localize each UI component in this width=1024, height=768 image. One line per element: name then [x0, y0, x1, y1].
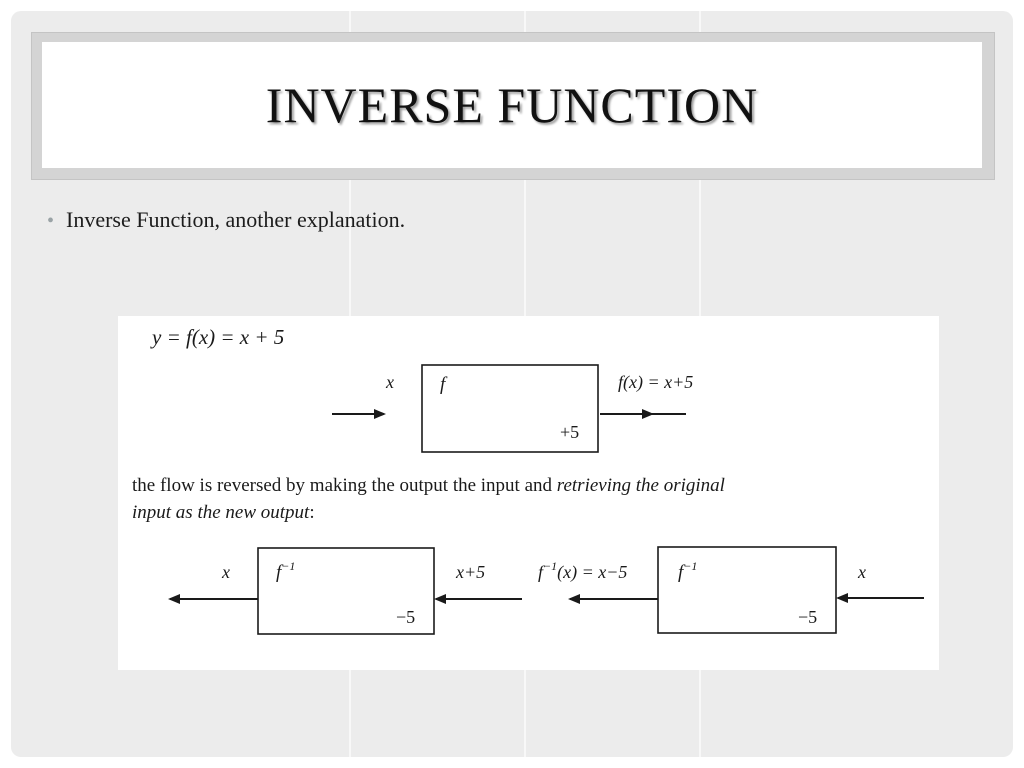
slide-title: INVERSE FUNCTION: [265, 77, 759, 133]
caption-line-1: the flow is reversed by making the outpu…: [132, 475, 725, 496]
title-box: INVERSE FUNCTION: [42, 42, 982, 168]
bottom-left-box-sup: −1: [281, 559, 295, 573]
bottom-right-box-sup: −1: [683, 559, 697, 573]
bottom-right-inverse-box: [657, 546, 837, 634]
bottom-right-input-label: x: [857, 562, 866, 582]
caption-normal-1: the flow is reversed by making the outpu…: [132, 475, 557, 496]
bullet-dot-icon: •: [47, 210, 55, 232]
top-function-box: [421, 364, 599, 453]
top-output-label: f(x) = x+5: [618, 372, 693, 393]
inverse-function-figure: y = f(x) = x + 5 x f +5 f(x) = x+5 the f…: [118, 316, 939, 670]
figure-svg: y = f(x) = x + 5 x f +5 f(x) = x+5 the f…: [132, 325, 924, 635]
bottom-right-box-name-f: f: [678, 562, 686, 583]
bottom-right-output-label: f−1(x) = x−5: [538, 559, 627, 583]
caption-line-2: input as the new output:: [132, 502, 315, 523]
bottom-right-output-sup: −1: [543, 559, 557, 573]
bullet-item: • Inverse Function, another explanation.: [47, 207, 405, 233]
caption-italic-1: retrieving the original: [557, 475, 725, 496]
top-box-operation: +5: [560, 422, 579, 442]
caption-italic-2: input as the new output: [132, 502, 310, 523]
bottom-left-box-name: f−1: [276, 559, 295, 583]
slide: INVERSE FUNCTION • Inverse Function, ano…: [11, 11, 1013, 757]
bottom-left-inverse-box: [257, 547, 435, 635]
title-frame: INVERSE FUNCTION: [31, 32, 995, 180]
equation-text: y = f(x) = x + 5: [150, 325, 284, 349]
top-input-label: x: [385, 372, 394, 392]
bottom-left-output-label: x: [221, 562, 230, 582]
bullet-text: Inverse Function, another explanation.: [66, 207, 406, 232]
caption-normal-2: :: [309, 502, 314, 523]
bottom-right-box-name: f−1: [678, 559, 697, 583]
top-box-name: f: [440, 374, 448, 395]
bottom-left-box-operation: −5: [396, 607, 415, 627]
bottom-left-box-name-f: f: [276, 562, 284, 583]
bottom-left-input-label: x+5: [455, 562, 485, 582]
bottom-right-output-f: f: [538, 562, 546, 582]
bottom-right-box-operation: −5: [798, 607, 817, 627]
bottom-right-output-expr: (x) = x−5: [557, 562, 627, 583]
